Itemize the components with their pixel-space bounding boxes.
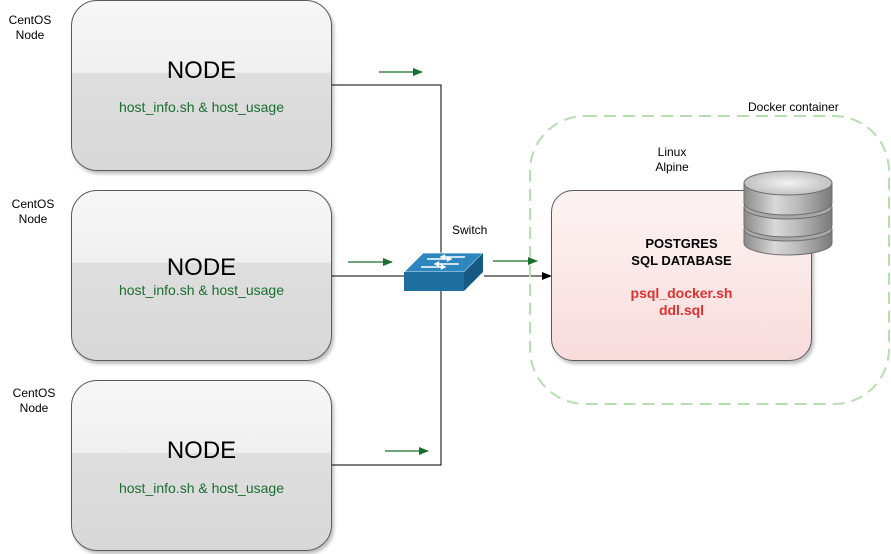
node1-title: NODE [166,57,237,84]
db-file-psql-docker: psql_docker.sh [630,285,733,301]
node3-title: NODE [166,437,237,464]
node-box-2: NODE host_info.sh & host_usage [71,190,332,361]
node3-scripts: host_info.sh & host_usage [118,480,284,496]
docker-container-boundary [529,115,890,405]
switch-label: Switch [452,223,488,237]
database-cylinder-icon [743,170,833,256]
db-file-ddl: ddl.sql [658,302,705,318]
network-switch-icon [403,252,484,291]
node-box-3: NODE host_info.sh & host_usage [71,380,332,551]
node2-scripts: host_info.sh & host_usage [118,282,284,298]
docker-container-label: Docker container [748,100,839,114]
db-files: psql_docker.sh ddl.sql [552,285,811,319]
node-box-1: NODE host_info.sh & host_usage [71,0,332,171]
node2-title: NODE [166,254,237,281]
node1-scripts: host_info.sh & host_usage [118,99,284,115]
